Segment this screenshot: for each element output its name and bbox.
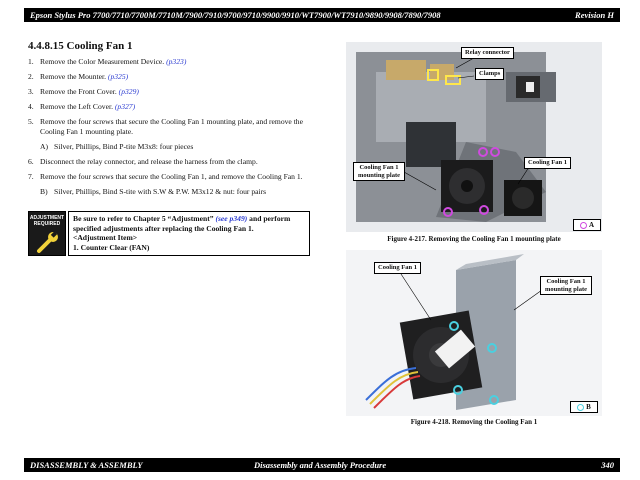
step-text: Silver, Phillips, Bind P-tite M3x8: four… [54, 142, 194, 151]
step-text: Disconnect the relay connector, and rele… [40, 157, 258, 166]
step-text: Remove the Mounter. (p325) [40, 72, 318, 82]
header-title: Epson Stylus Pro 7700/7710/7700M/7710M/7… [30, 10, 441, 20]
step-4: 4. Remove the Left Cover. (p327) [28, 102, 318, 112]
adjustment-icon-label: REQUIRED [33, 221, 61, 227]
header-bar: Epson Stylus Pro 7700/7710/7700M/7710M/7… [24, 8, 620, 22]
wrench-icon: ADJUSTMENT REQUIRED [28, 211, 66, 256]
cooling-fan-illustration [346, 250, 602, 416]
wrench-glyph [37, 231, 58, 253]
figure-4-217-caption: Figure 4-217. Removing the Cooling Fan 1… [387, 235, 561, 243]
figure-4-218-caption: Figure 4-218. Removing the Cooling Fan 1 [410, 418, 538, 426]
step-7: 7. Remove the four screws that secure th… [28, 172, 318, 182]
page-link-p323[interactable]: (p323) [166, 57, 187, 66]
figure-4-218-photo [346, 250, 602, 416]
step-7-b: B) Silver, Phillips, Bind S-tite with S.… [28, 187, 318, 197]
page-number: 340 [601, 460, 614, 470]
badge-letter: B [586, 403, 591, 411]
footer-section: Disassembly and Assembly Procedure [254, 460, 387, 470]
step-number: 6. [28, 157, 34, 166]
page-link-p325[interactable]: (p325) [107, 72, 129, 81]
callout-relay-connector: Relay connector [461, 47, 514, 59]
procedure-steps: 1. Remove the Color Measurement Device. … [28, 57, 318, 202]
callout-mounting-plate: Cooling Fan 1 mounting plate [540, 276, 592, 295]
header-revision: Revision H [575, 10, 614, 20]
adjustment-instruction: Be sure to refer to Chapter 5 “Adjustmen… [73, 214, 305, 233]
adjustment-note: Be sure to refer to Chapter 5 “Adjustmen… [68, 211, 310, 256]
badge-letter: A [588, 221, 595, 229]
adjustment-item-header: <Adjustment Item> [73, 233, 138, 242]
step-2: 2. Remove the Mounter. (p325) [28, 72, 318, 82]
section-title: 4.4.8.15 Cooling Fan 1 [28, 40, 133, 52]
step-number: A) [40, 142, 49, 151]
step-number: 3. [28, 87, 34, 96]
callout-cooling-fan-1: Cooling Fan 1 [524, 157, 572, 169]
step-text: Remove the Front Cover. (p329) [40, 87, 318, 97]
step-number: 5. [28, 117, 34, 126]
figure-badge-a: A [573, 219, 601, 231]
callout-clamps: Clamps [475, 68, 505, 80]
adjustment-text: Be sure to refer to Chapter 5 “Adjustmen… [73, 214, 216, 223]
adjustment-text: and perform specified adjustments after … [73, 214, 291, 233]
page-link-p329[interactable]: (p329) [118, 87, 139, 96]
step-text: Silver, Phillips, Bind S-tite with S.W &… [54, 187, 267, 196]
printer-chassis-illustration [346, 42, 602, 232]
callout-cooling-fan-1: Cooling Fan 1 [374, 262, 422, 274]
step-number: 2. [28, 72, 34, 81]
step-5: 5. Remove the four screws that secure th… [28, 117, 318, 137]
step-number: 1. [28, 57, 34, 66]
step-number: 4. [28, 102, 34, 111]
callout-mounting-plate: Cooling Fan 1 mounting plate [353, 162, 405, 181]
step-text-body: Remove the Front Cover. [40, 87, 119, 96]
step-number: B) [40, 187, 48, 196]
step-text: Remove the four screws that secure the C… [40, 117, 303, 136]
step-text: Remove the Left Cover. (p327) [40, 102, 318, 112]
adjustment-item: 1. Counter Clear (FAN) [73, 242, 150, 252]
figure-4-217-photo [346, 42, 602, 232]
footer-chapter: DISASSEMBLY & ASSEMBLY [30, 460, 143, 470]
page-link-p327[interactable]: (p327) [114, 102, 136, 111]
step-text: Remove the four screws that secure the C… [40, 172, 303, 181]
step-number: 7. [28, 172, 34, 181]
screw-marker-icon [579, 221, 587, 229]
step-5-a: A) Silver, Phillips, Bind P-tite M3x8: f… [28, 142, 318, 152]
step-text: Remove the Color Measurement Device. (p3… [40, 57, 318, 67]
step-6: 6. Disconnect the relay connector, and r… [28, 157, 318, 167]
footer-bar: DISASSEMBLY & ASSEMBLY Disassembly and A… [24, 458, 620, 472]
step-1: 1. Remove the Color Measurement Device. … [28, 57, 318, 67]
adjustment-required-box: ADJUSTMENT REQUIRED Be sure to refer to … [28, 211, 310, 256]
step-text-body: Remove the Color Measurement Device. [40, 57, 167, 66]
page-link-p349[interactable]: (see p349) [215, 214, 248, 223]
figure-badge-b: B [570, 401, 598, 413]
adjustment-icon-label: ADJUSTMENT [29, 215, 65, 221]
step-text-body: Remove the Mounter. [40, 72, 108, 81]
step-text-body: Remove the Left Cover. [40, 102, 115, 111]
step-3: 3. Remove the Front Cover. (p329) [28, 87, 318, 97]
screw-marker-icon [577, 403, 585, 411]
